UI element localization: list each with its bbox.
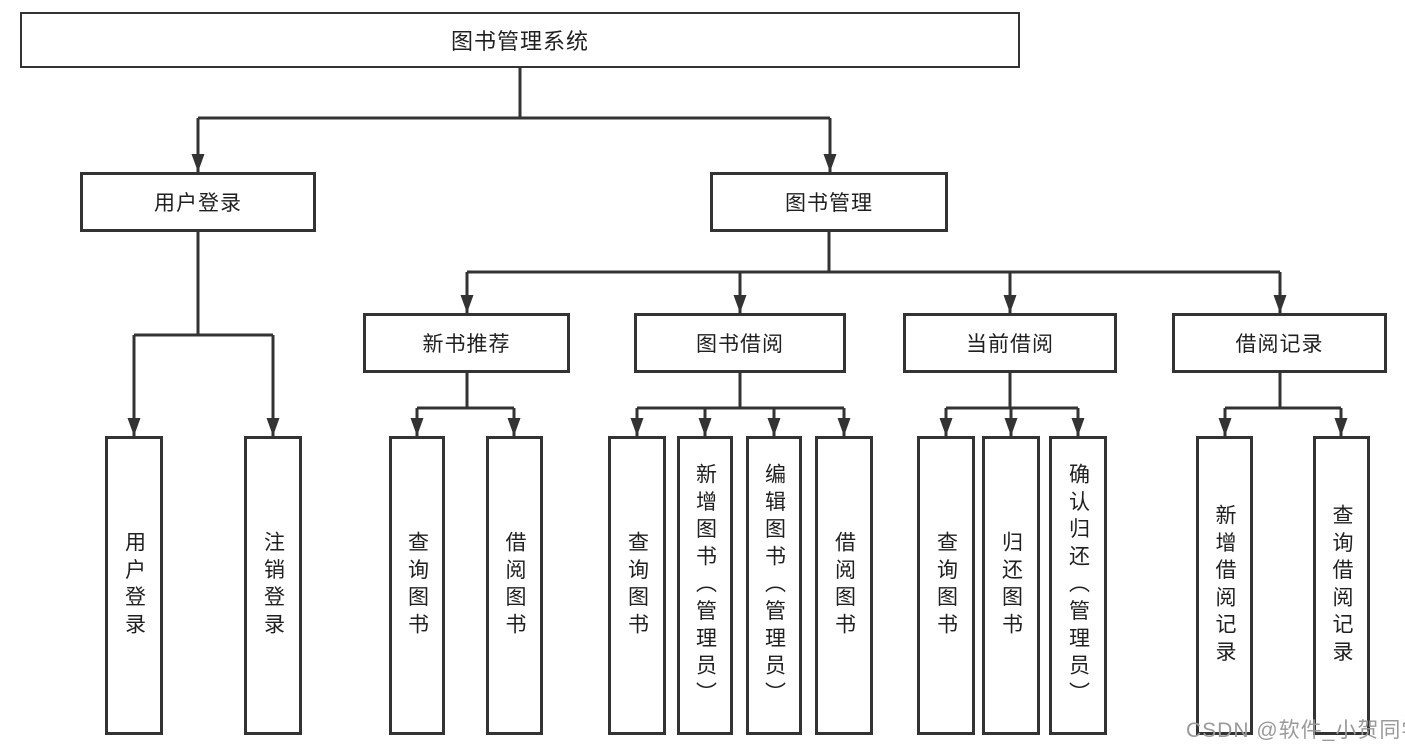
node-borrow-records: 借阅记录 (1172, 313, 1387, 373)
node-label: 查询图书 (625, 530, 649, 641)
node-label: 归还图书 (999, 530, 1023, 641)
node-label: 新书推荐 (422, 333, 511, 356)
node-label: 确认归还（管理员） (1066, 462, 1090, 709)
node-return-books: 归还图书 (982, 436, 1040, 735)
node-query-borrow-record: 查询借阅记录 (1313, 436, 1370, 735)
node-label: 用户登录 (122, 530, 146, 641)
connector-root-to-level2 (191, 68, 837, 172)
node-add-books-admin: 新增图书（管理员） (677, 436, 733, 735)
node-edit-books-admin: 编辑图书（管理员） (746, 436, 802, 735)
node-book-borrow: 图书借阅 (634, 313, 846, 373)
node-library-system: 图书管理系统 (20, 12, 1020, 68)
connector-user-login-children (127, 232, 280, 436)
node-label: 借阅记录 (1235, 333, 1324, 356)
node-query-books-2: 查询图书 (608, 436, 666, 735)
node-label: 新增图书（管理员） (693, 462, 717, 709)
node-confirm-return-admin: 确认归还（管理员） (1049, 436, 1107, 735)
node-label: 查询借阅记录 (1330, 503, 1353, 668)
node-label: 查询图书 (934, 530, 958, 641)
connector-borrow-records-children (1218, 373, 1348, 436)
node-label: 图书管理 (785, 192, 873, 215)
node-label: 当前借阅 (966, 333, 1054, 356)
node-label: 新增借阅记录 (1213, 503, 1236, 668)
connector-new-book-children (410, 373, 521, 436)
node-add-borrow-record: 新增借阅记录 (1196, 436, 1253, 735)
connector-book-borrow-children (630, 373, 851, 436)
connector-current-borrow-children (939, 373, 1085, 436)
node-query-books-3: 查询图书 (917, 436, 975, 735)
node-user-login: 用户登录 (80, 172, 316, 232)
node-label: 借阅图书 (832, 530, 856, 641)
node-borrow-books-2: 借阅图书 (815, 436, 873, 735)
csdn-watermark: CSDN @软件_小贺同学 (1186, 719, 1405, 742)
node-label: 借阅图书 (503, 530, 526, 641)
node-label: 图书借阅 (696, 333, 784, 356)
node-label: 用户登录 (154, 192, 242, 215)
node-new-book-recommend: 新书推荐 (363, 313, 570, 373)
node-label: 图书管理系统 (450, 29, 589, 54)
node-borrow-books-1: 借阅图书 (486, 436, 543, 735)
node-user-login-leaf: 用户登录 (105, 436, 163, 735)
node-label: 注销登录 (261, 530, 285, 641)
connector-book-management-children (460, 232, 1287, 313)
node-current-borrow: 当前借阅 (903, 313, 1117, 373)
node-query-books-1: 查询图书 (389, 436, 445, 735)
node-label: 查询图书 (405, 530, 429, 641)
node-book-management: 图书管理 (710, 172, 948, 232)
node-label: 编辑图书（管理员） (762, 462, 786, 709)
node-logout: 注销登录 (244, 436, 302, 735)
